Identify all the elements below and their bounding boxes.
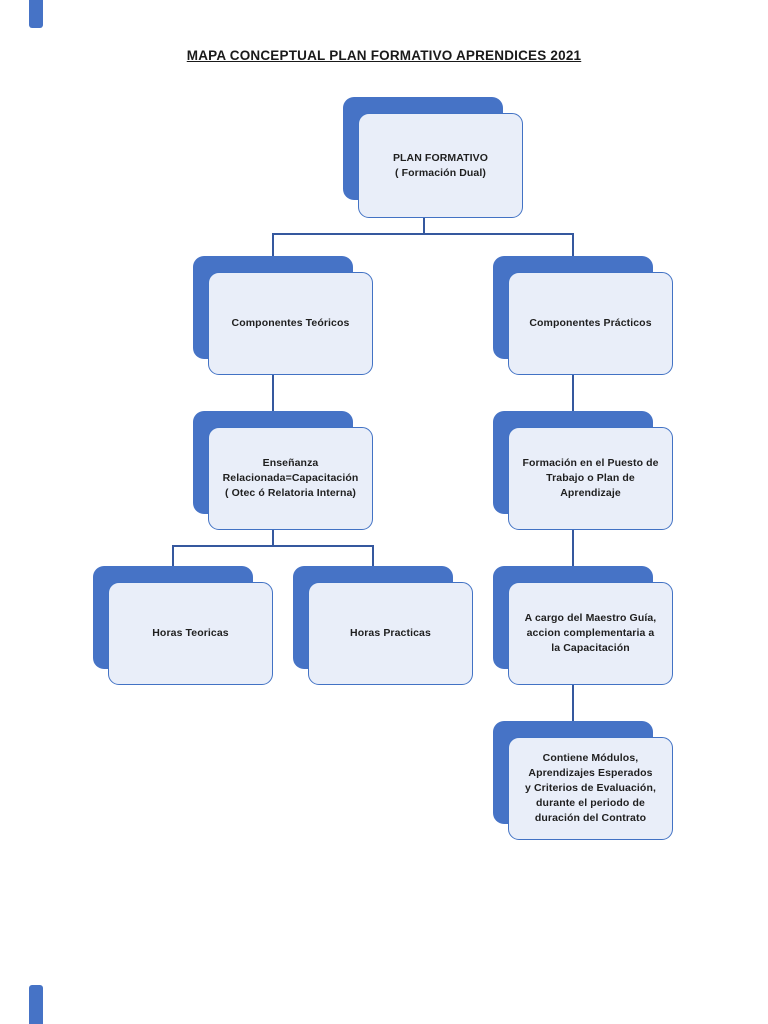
page-edge-shape-top — [29, 0, 43, 28]
node-label: A cargo del Maestro Guía, accion complem… — [524, 612, 657, 654]
node-componentes-teoricos: Componentes Teóricos — [193, 256, 375, 378]
node-plan-formativo: PLAN FORMATIVO ( Formación Dual) — [343, 97, 525, 219]
node-label: Componentes Teóricos — [231, 317, 350, 330]
connector — [572, 530, 574, 568]
connector — [423, 218, 425, 234]
node-label: Contiene Módulos, Aprendizajes Esperados… — [525, 752, 656, 824]
node-label: Enseñanza Relacionada=Capacitación ( Ote… — [222, 457, 359, 499]
node-box: Horas Practicas — [308, 582, 473, 685]
node-box: Contiene Módulos, Aprendizajes Esperados… — [508, 737, 673, 840]
node-label: Componentes Prácticos — [529, 317, 652, 330]
node-ensenanza-relacionada: Enseñanza Relacionada=Capacitación ( Ote… — [193, 411, 375, 533]
node-maestro-guia: A cargo del Maestro Guía, accion complem… — [493, 566, 675, 688]
page-title: MAPA CONCEPTUAL PLAN FORMATIVO APRENDICE… — [186, 48, 582, 63]
node-box: Enseñanza Relacionada=Capacitación ( Ote… — [208, 427, 373, 530]
node-componentes-practicos: Componentes Prácticos — [493, 256, 675, 378]
page-edge-shape-bottom — [29, 985, 43, 1024]
connector — [572, 233, 574, 260]
node-label: Horas Teoricas — [152, 627, 229, 640]
node-box: Componentes Prácticos — [508, 272, 673, 375]
connector — [172, 545, 374, 547]
node-box: Formación en el Puesto de Trabajo o Plan… — [508, 427, 673, 530]
node-contiene-modulos: Contiene Módulos, Aprendizajes Esperados… — [493, 721, 675, 843]
node-box: Componentes Teóricos — [208, 272, 373, 375]
connector — [272, 233, 274, 260]
node-formacion-puesto: Formación en el Puesto de Trabajo o Plan… — [493, 411, 675, 533]
node-label: PLAN FORMATIVO ( Formación Dual) — [392, 151, 489, 179]
node-horas-practicas: Horas Practicas — [293, 566, 475, 688]
connector — [272, 530, 274, 546]
node-horas-teoricas: Horas Teoricas — [93, 566, 275, 688]
connector — [272, 233, 574, 235]
node-box: Horas Teoricas — [108, 582, 273, 685]
node-label: Horas Practicas — [350, 627, 431, 640]
connector — [172, 545, 174, 569]
connector — [572, 685, 574, 723]
node-box: A cargo del Maestro Guía, accion complem… — [508, 582, 673, 685]
node-box: PLAN FORMATIVO ( Formación Dual) — [358, 113, 523, 218]
node-label: Formación en el Puesto de Trabajo o Plan… — [522, 457, 659, 499]
connector — [572, 375, 574, 413]
connector — [372, 545, 374, 569]
connector — [272, 375, 274, 413]
